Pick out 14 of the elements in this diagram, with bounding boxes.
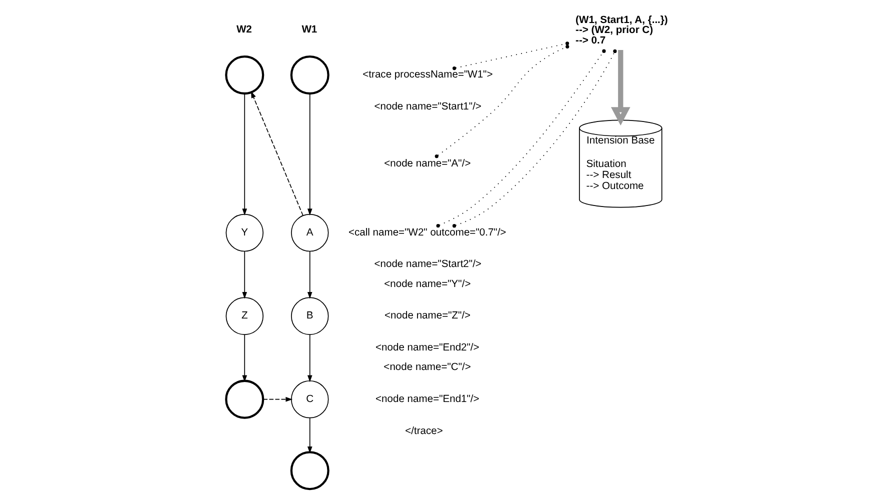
node-text: (W1, Start1, A, {...}) --> (W2, prior C) --> 0.7 bbox=[576, 14, 668, 46]
node-text: <trace processName="W1"> bbox=[362, 70, 493, 81]
label: W2 bbox=[236, 24, 252, 36]
node-text: </trace> bbox=[405, 426, 443, 437]
node-text: <call name="W2" outcome="0.7"/> bbox=[348, 227, 506, 238]
node-text: <node name="End1"/> bbox=[376, 394, 480, 405]
node-text: <node name="End2"/> bbox=[376, 342, 480, 354]
node-text: <node name="C"/> bbox=[384, 362, 471, 374]
node-text: <node name="Y"/> bbox=[384, 278, 471, 290]
node-text: <node name="Start1"/> bbox=[374, 101, 482, 112]
node-text: <node name="A"/> bbox=[384, 158, 471, 170]
node-text: <node name="Z"/> bbox=[384, 310, 471, 322]
node-text: <node name="Start2"/> bbox=[374, 259, 482, 270]
label: W1 bbox=[302, 24, 318, 36]
